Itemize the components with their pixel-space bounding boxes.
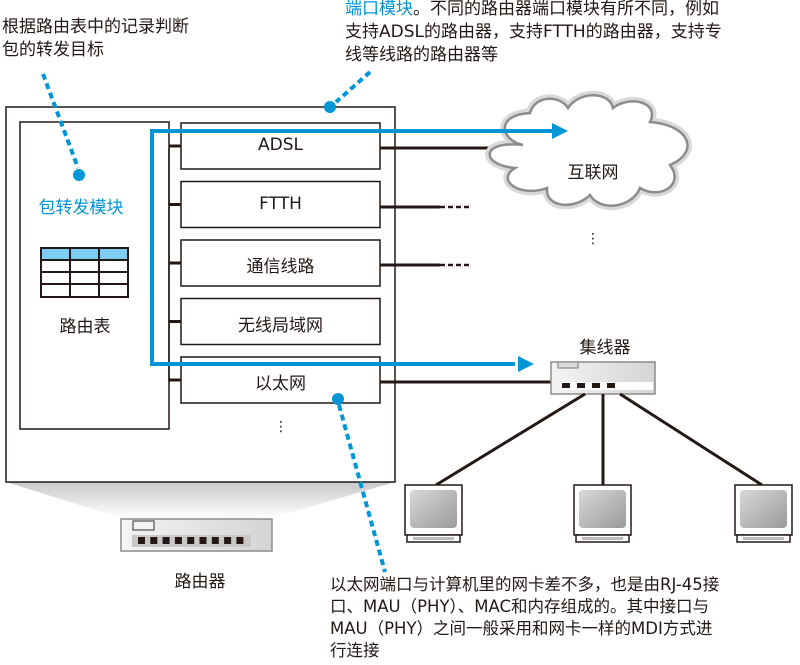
ethernet-note: 以太网端口与计算机里的网卡差不多，也是由RJ-45接 口、MAU（PHY）、MA… xyxy=(330,574,719,662)
port-module-box xyxy=(180,297,381,346)
router-label: 路由器 xyxy=(174,572,226,592)
port-module-label: 以太网 xyxy=(255,374,306,394)
note-line: 包的转发目标 xyxy=(2,40,104,60)
note-line: 以太网端口与计算机里的网卡差不多，也是由RJ-45接 xyxy=(330,575,720,594)
note-line: 支持ADSL的路由器，支持FTTH的路由器，支持专 xyxy=(345,22,722,42)
port-module-label: ADSL xyxy=(258,135,303,155)
note-line: 根据路由表中的记录判断 xyxy=(2,17,189,37)
hub-label: 集线器 xyxy=(579,338,631,358)
computer-icon xyxy=(734,484,793,543)
computer-icon xyxy=(404,484,463,543)
routing-table-icon xyxy=(40,247,129,298)
router-port xyxy=(211,537,219,544)
router-port xyxy=(150,537,158,544)
port-module-term: 端口模块 xyxy=(345,0,413,19)
computer-icon xyxy=(573,484,632,543)
router-port xyxy=(174,537,182,544)
leader-forwarding xyxy=(41,73,85,181)
port-module-note: 端口模块。不同的路由器端口模块有所不同，例如 支持ADSL的路由器，支持FTTH… xyxy=(345,0,722,67)
expansion-shading xyxy=(6,482,395,518)
router-port xyxy=(187,537,195,544)
note-line: MAU（PHY）之间一般采用和网卡一样的MDI方式进 xyxy=(330,619,713,638)
lan-cable xyxy=(435,392,586,487)
note-line: 线等线路的路由器等 xyxy=(345,45,498,65)
router-port xyxy=(236,537,244,544)
port-module-box xyxy=(180,180,381,229)
more-ports-ellipsis: ⋮ xyxy=(274,419,288,435)
internet-cloud-icon xyxy=(485,90,692,211)
hub-icon xyxy=(550,361,656,395)
forwarding-module-label: 包转发模块 xyxy=(38,198,124,218)
port-module-label: FTTH xyxy=(259,193,302,214)
port-module-box xyxy=(180,239,381,287)
lan-cable xyxy=(619,392,763,487)
internet-label: 互联网 xyxy=(567,163,619,183)
router-port xyxy=(224,537,232,544)
packet-path-arrows xyxy=(150,123,568,372)
note-line: 行连接 xyxy=(330,641,380,660)
routing-table-label: 路由表 xyxy=(59,317,111,337)
leader-ethernet xyxy=(332,393,387,573)
router-device-icon xyxy=(120,518,273,552)
note-line: 端口模块。不同的路由器端口模块有所不同，例如 xyxy=(345,0,722,21)
note-line: 口、MAU（PHY）、MAC和内存组成的。其中接口与 xyxy=(330,597,710,616)
note-text: 。不同的路由器端口模块有所不同，例如 xyxy=(413,0,719,19)
port-module-label: 无线局域网 xyxy=(238,315,323,336)
port-module-label: 通信线路 xyxy=(246,257,315,277)
router-port xyxy=(199,537,207,544)
computers xyxy=(404,484,793,543)
router-port xyxy=(162,537,170,544)
leader-port-module xyxy=(324,70,372,113)
router-port xyxy=(138,537,145,544)
more-networks-ellipsis: ⋮ xyxy=(586,231,600,247)
forwarding-note: 根据路由表中的记录判断 包的转发目标 xyxy=(2,16,189,62)
